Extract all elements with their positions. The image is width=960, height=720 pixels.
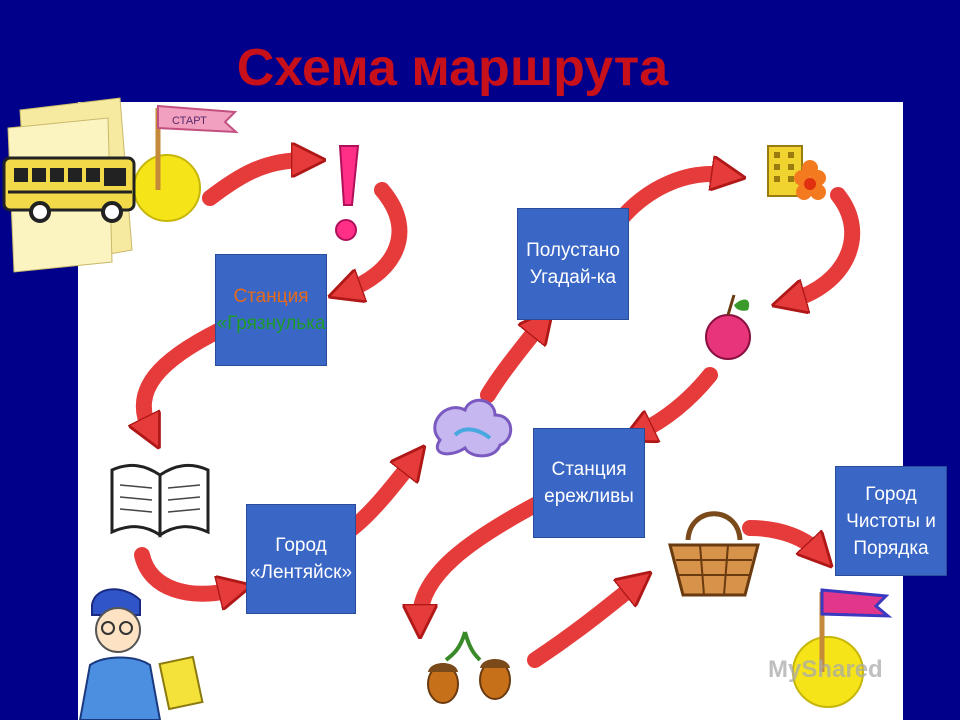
station-gryaznulka[interactable]: Станция «Грязнулька [215, 254, 327, 366]
station-gryaznulka-line1: Станция [233, 286, 309, 307]
station-ugadaika-line2: Угадай-ка [529, 267, 617, 288]
exclamation-icon [335, 145, 360, 241]
acorns-icon [427, 631, 511, 704]
flower-icon [794, 160, 826, 200]
arrow-5 [342, 462, 412, 538]
cloud-icon [433, 399, 513, 458]
station-berezhlivye-line1: Станция [551, 459, 627, 480]
arrow-3 [144, 322, 228, 430]
station-chistota-poryadok[interactable]: Город Чистоты и Порядка [835, 466, 947, 576]
station-ugadaika[interactable]: Полустано Угадай-ка [517, 208, 629, 320]
arrow-12 [742, 520, 818, 552]
station-berezhlivye[interactable]: Станция ережливы [533, 428, 645, 538]
start-circle-icon [133, 154, 201, 222]
station-lentyaisk-line1: Город [275, 535, 327, 556]
station-chistota-line3: Порядка [853, 537, 929, 559]
slide-title: Схема маршрута [236, 39, 669, 97]
apple-icon [705, 294, 751, 360]
arrow-11 [527, 585, 635, 668]
arrow-7 [612, 174, 725, 228]
basket-icon [668, 511, 760, 597]
arrow-1 [202, 160, 305, 206]
start-flag-icon: СТАРТ [155, 104, 239, 190]
station-ugadaika-line1: Полустано [526, 240, 620, 261]
boy-icon [78, 588, 204, 720]
arrow-9 [640, 367, 718, 432]
arrow-8 [792, 187, 861, 300]
station-chistota-line2: Чистоты и [846, 510, 936, 532]
arrow-4 [134, 547, 232, 594]
finish-flag-icon [819, 588, 893, 672]
route-arrows [134, 160, 861, 668]
arrow-2 [348, 182, 408, 290]
arrow-6 [480, 325, 540, 403]
bus-icon [2, 156, 136, 223]
arrow-10 [420, 497, 543, 618]
finish-circle-icon [792, 636, 864, 708]
station-chistota-line1: Город [865, 483, 917, 505]
station-lentyaisk-line2: «Лентяйск» [249, 562, 353, 583]
watermark: MyShared [768, 656, 883, 683]
station-gryaznulka-line2: «Грязнулька [216, 313, 326, 334]
station-berezhlivye-line2: ережливы [544, 486, 634, 507]
book-icon [110, 463, 210, 538]
start-flag-label: СТАРТ [172, 115, 207, 127]
building-icon [767, 145, 803, 197]
station-lentyaisk[interactable]: Город «Лентяйск» [246, 504, 356, 614]
